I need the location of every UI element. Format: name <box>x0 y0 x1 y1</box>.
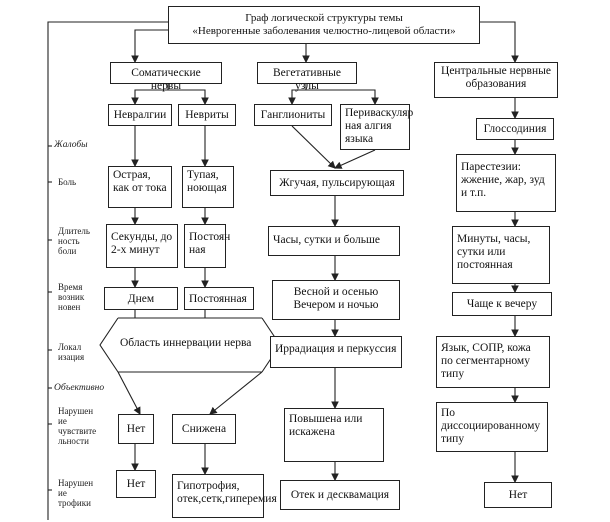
trophic-cns: Нет <box>484 482 552 508</box>
duration-neuritis: Постоян ная <box>184 224 230 268</box>
pain-neuralgia: Острая, как от тока <box>108 166 172 208</box>
pain-vegetative: Жгучая, пульсирующая <box>270 170 404 196</box>
sensitivity-neuritis: Снижена <box>172 414 236 444</box>
localization-somatic: Область иннервации нерва <box>120 337 252 349</box>
pain-cns: Парестезии: жжение, жар, зуд и т.п. <box>456 154 556 212</box>
row-label-sensitivity: Нарушен ие чувствите льности <box>58 406 97 446</box>
sensitivity-cns: По диссоциированному типу <box>436 402 548 452</box>
onset-neuralgia: Днем <box>104 287 178 310</box>
duration-neuralgia: Секунды, до 2-х минут <box>106 224 178 268</box>
row-label-localization: Локал изация <box>58 342 85 362</box>
onset-vegetative: Весной и осенью Вечером и ночью <box>272 280 400 320</box>
localization-vegetative: Иррадиация и перкуссия <box>270 336 402 368</box>
row-label-complaints: Жалобы <box>54 140 88 150</box>
duration-vegetative: Часы, сутки и больше <box>268 226 400 256</box>
trophic-vegetative: Отек и десквамация <box>280 480 400 510</box>
trophic-neuralgia: Нет <box>116 470 156 498</box>
node-somatic-nerves: Соматические нервы <box>110 62 222 92</box>
diagram-title: Граф логической структуры темы «Невроген… <box>168 6 480 44</box>
node-vegetative-ganglia: Вегетативные узлы <box>257 62 357 92</box>
duration-cns: Минуты, часы, сутки или постоянная <box>452 226 550 284</box>
row-label-trophic: Нарушен ие трофики <box>58 478 94 508</box>
node-glossodynia: Глоссодиния <box>476 118 554 140</box>
localization-cns: Язык, СОПР, кожа по сегментарному типу <box>436 336 550 388</box>
node-ganglionitis: Ганглиониты <box>254 104 332 126</box>
onset-neuritis: Постоянная <box>184 287 254 310</box>
node-perivascular: Периваскуляр ная алгия языка <box>340 104 413 150</box>
node-neuritis: Невриты <box>178 104 236 126</box>
node-neuralgia: Невралгии <box>108 104 172 126</box>
node-cns: Центральные нервные образования <box>434 62 558 98</box>
sensitivity-neuralgia: Нет <box>118 414 154 444</box>
pain-neuritis: Тупая, ноющая <box>182 166 234 208</box>
onset-cns: Чаще к вечеру <box>452 292 552 316</box>
row-label-objective: Объективно <box>54 383 105 393</box>
trophic-neuritis: Гипотрофия, отек,сетк,гиперемия <box>172 474 277 518</box>
row-label-pain: Боль <box>58 177 77 187</box>
row-label-duration: Длитель ность боли <box>58 226 90 256</box>
row-label-onset: Время возник новен <box>58 282 85 312</box>
sensitivity-vegetative: Повышена или искажена <box>284 408 384 462</box>
